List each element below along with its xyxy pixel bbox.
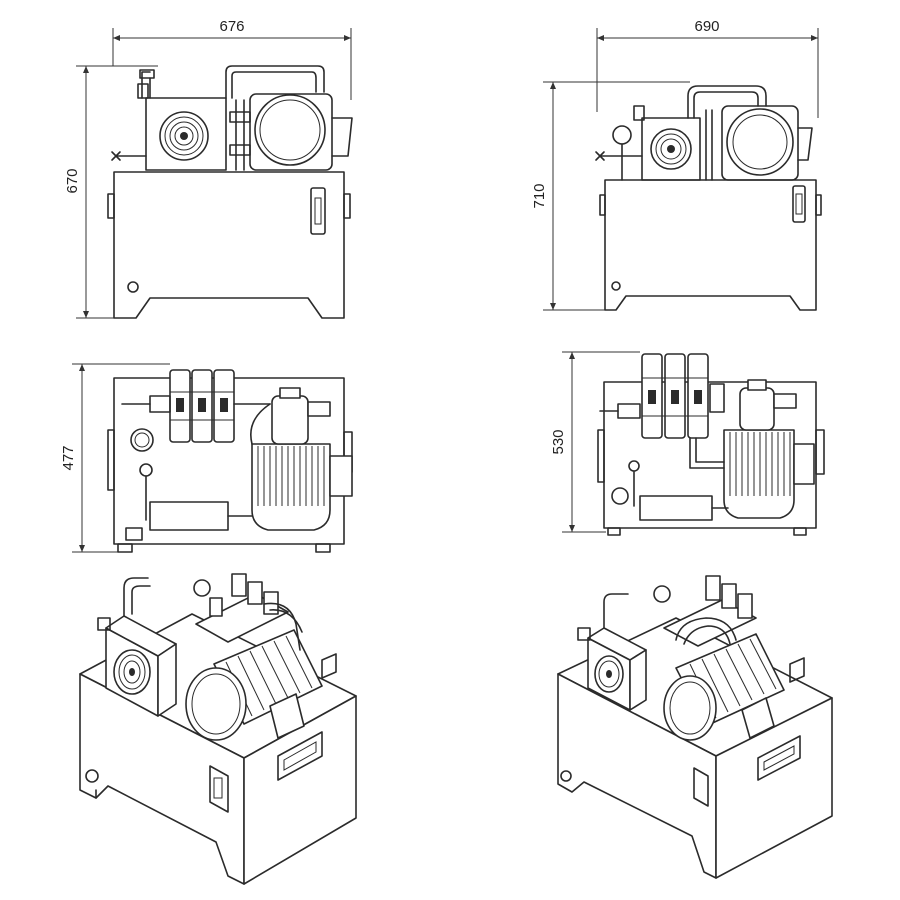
a-iso-cooler [105, 615, 177, 717]
dim-label-a-depth: 477 [60, 445, 77, 470]
b-top-filter [633, 471, 729, 521]
dim-label-b-depth: 530 [550, 429, 567, 454]
a-front-drain-plug [127, 281, 139, 293]
a-top-filler-cap [130, 428, 154, 452]
b-front-tank [604, 179, 817, 311]
a-iso-handle [277, 731, 323, 781]
b-iso-motor [663, 633, 785, 741]
a-iso-motor [185, 629, 323, 741]
dim-b-height: 710 [531, 81, 690, 311]
dim-a-depth: 477 [60, 363, 170, 553]
dim-b-depth: 530 [550, 351, 640, 533]
unit-b-isometric-view [557, 575, 833, 879]
a-iso-drain-plug [85, 769, 99, 783]
b-front-cooler-fan [650, 128, 692, 170]
b-top-pump-motor [689, 379, 815, 519]
b-iso-level-gauge [693, 767, 709, 807]
unit-a-front-view: 676 670 [64, 18, 353, 319]
dim-label-b-height: 710 [531, 183, 548, 208]
dim-label-b-width: 690 [694, 18, 719, 35]
a-top-valve-stack [169, 369, 235, 443]
b-iso-handle [757, 735, 801, 781]
b-front-cooler [641, 117, 701, 181]
unit-b-front-view: 690 710 [531, 18, 822, 311]
b-front-pressure-gauge [612, 125, 632, 145]
b-front-motor-fan-cover [726, 108, 794, 176]
dim-label-a-height: 670 [64, 168, 81, 193]
b-front-drain-plug [611, 281, 621, 291]
b-iso-valve-manifold [653, 575, 757, 647]
a-front-tank [113, 171, 345, 319]
a-top-pump-motor [250, 387, 353, 531]
a-front-cooler [145, 97, 227, 171]
dim-a-width: 676 [112, 18, 352, 100]
b-top-filler-cap [611, 487, 629, 505]
unit-a-top-view: 477 [60, 363, 353, 553]
b-top-valve-stack [641, 353, 725, 439]
a-front-motor-fan-cover [254, 94, 326, 166]
dim-label-a-width: 676 [219, 18, 244, 35]
dim-a-height: 670 [64, 65, 158, 319]
unit-b-top-view: 530 [550, 351, 825, 536]
a-front-motor-body [249, 93, 333, 171]
dim-b-width: 690 [596, 18, 819, 118]
unit-a-isometric-view [79, 573, 357, 885]
b-iso-cooler [587, 627, 647, 711]
a-iso-valve-manifold [193, 573, 303, 651]
b-iso-drain-plug [560, 770, 572, 782]
b-front-level-gauge [792, 185, 806, 223]
b-front-motor-body [721, 105, 799, 181]
a-front-cooler-fan [159, 111, 209, 161]
a-front-level-gauge [310, 187, 326, 235]
a-top-filter [125, 475, 253, 541]
